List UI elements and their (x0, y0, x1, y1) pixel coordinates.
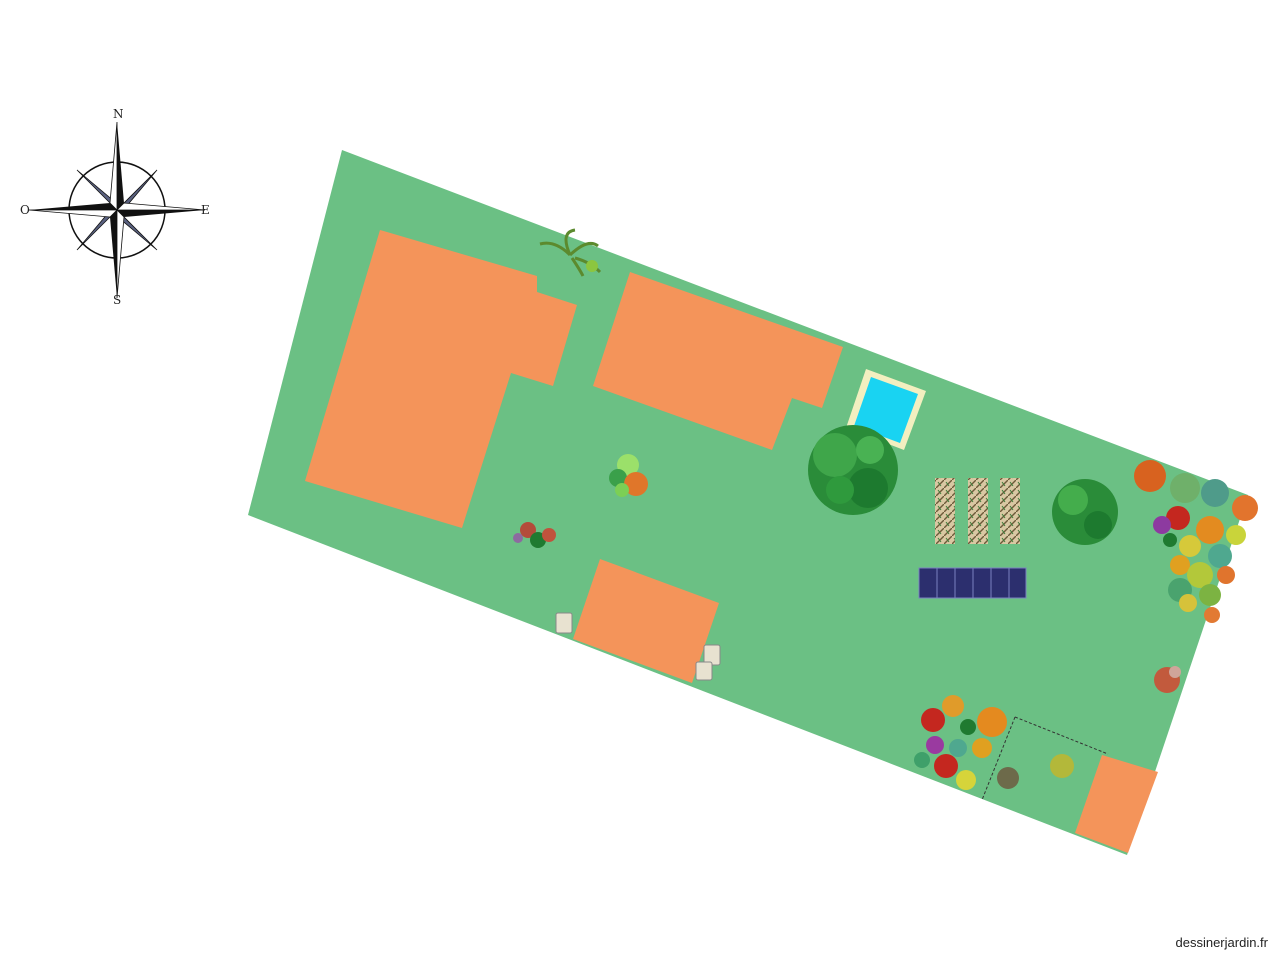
palm-tree-icon (539, 228, 602, 277)
flower-bed-icon (1154, 666, 1181, 693)
compass-label-east: E (201, 203, 210, 217)
flower-bed-icon (1134, 460, 1258, 623)
tree-icon (808, 425, 898, 515)
building-middle[interactable] (593, 272, 843, 450)
flower-bed-icon (914, 695, 1074, 790)
tree-icon (1052, 479, 1118, 545)
terrace-south[interactable] (573, 559, 719, 683)
compass-rose-icon: N S E O (20, 107, 210, 307)
flower-bed-icon (513, 522, 556, 548)
chair-icon[interactable] (555, 612, 721, 681)
solar-panel-icon[interactable] (918, 567, 1027, 599)
measure-line-icon (981, 716, 1109, 801)
flower-bed-icon (609, 454, 648, 497)
raised-bed-icon[interactable] (935, 478, 1020, 544)
compass-label-south: S (113, 293, 121, 307)
house-main[interactable] (305, 230, 577, 528)
compass-label-west: O (20, 203, 30, 217)
shed-corner[interactable] (1075, 755, 1158, 853)
compass-label-north: N (113, 107, 124, 121)
watermark: dessinerjardin.fr (1175, 935, 1269, 950)
